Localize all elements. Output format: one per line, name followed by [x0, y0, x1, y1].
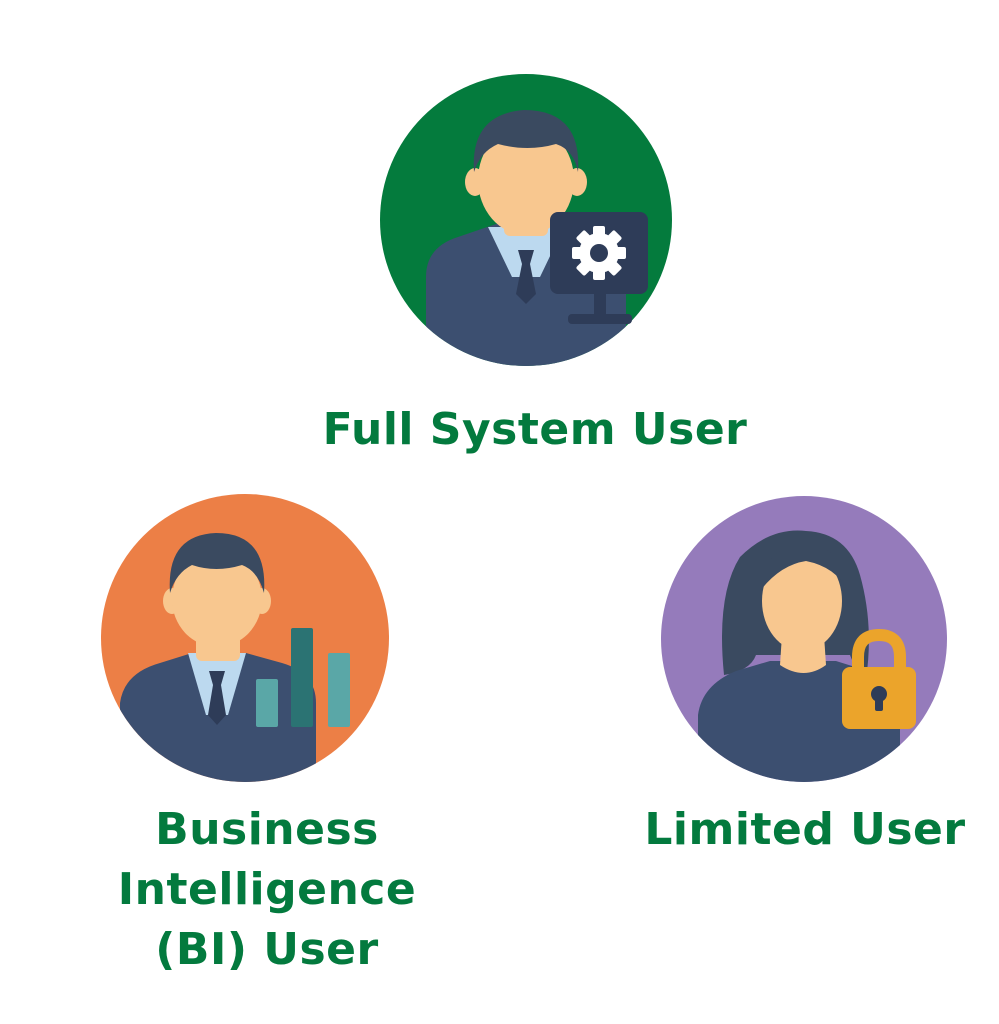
full-system-user-icon [380, 74, 672, 366]
monitor-gear-icon [550, 212, 648, 324]
hair-icon [473, 110, 579, 172]
bi-user-label-line-1: Business Intelligence [117, 804, 417, 915]
tie-icon [516, 250, 536, 304]
full-system-user-label: Full System User [322, 404, 748, 455]
padlock-icon [842, 628, 916, 729]
hair-icon [169, 533, 265, 593]
limited-user-label: Limited User [644, 804, 966, 855]
gear-icon [572, 226, 626, 280]
bi-user-icon [101, 494, 389, 782]
tie-icon [208, 671, 226, 725]
bar-chart-icon [256, 628, 350, 727]
bi-user-label-line-2: (BI) User [155, 924, 379, 975]
limited-user-icon [661, 496, 947, 782]
bi-user-label: Business Intelligence (BI) User [0, 800, 534, 980]
